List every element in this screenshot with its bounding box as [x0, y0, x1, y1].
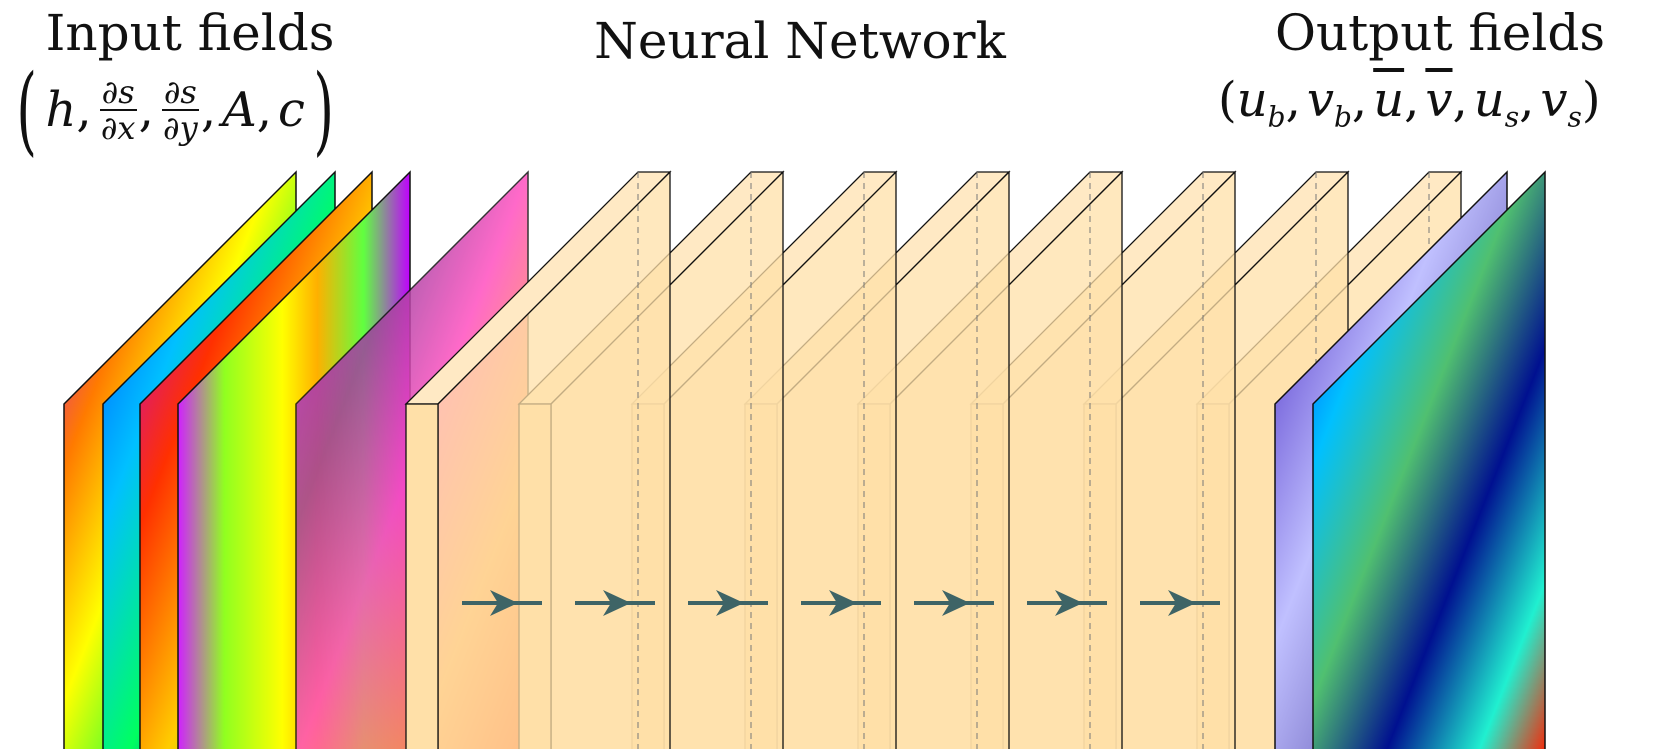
dy-denominator: ∂y — [163, 109, 198, 147]
flow-arrow-head — [716, 590, 744, 616]
hidden-layer-front — [405, 403, 439, 753]
var-u-bar: u — [1373, 72, 1405, 128]
var-v: v — [1306, 72, 1334, 128]
comma: , — [256, 82, 273, 138]
open-paren: ( — [1218, 72, 1237, 128]
comma: , — [138, 82, 154, 138]
var-v: v — [1540, 72, 1568, 128]
flow-arrow-head — [829, 590, 857, 616]
comma: , — [1452, 72, 1468, 128]
comma: , — [1285, 72, 1301, 128]
flow-arrow-head — [1168, 590, 1196, 616]
flow-arrows — [462, 590, 1220, 616]
comma: , — [1519, 72, 1535, 128]
sub-b: b — [1267, 100, 1286, 134]
ds-dy-fraction: ∂s ∂y — [161, 73, 199, 147]
var-h: h — [45, 82, 77, 138]
open-paren: ( — [16, 54, 38, 166]
var-u: u — [1473, 72, 1505, 128]
var-u: u — [1236, 72, 1268, 128]
comma: , — [1351, 72, 1368, 128]
var-A: A — [222, 82, 257, 138]
close-paren: ) — [1581, 72, 1601, 128]
output-field-plane — [1312, 170, 1546, 753]
ds-dx-fraction: ∂s ∂x — [99, 73, 137, 147]
output-field-stack — [1274, 170, 1546, 753]
ds-numerator: ∂s — [161, 73, 199, 111]
output-variables: (ub,vb,u,v,us,vs) — [1218, 72, 1601, 134]
flow-arrow-head — [490, 590, 518, 616]
comma: , — [200, 82, 217, 138]
flow-arrow-head — [1055, 590, 1083, 616]
flow-arrow-head — [942, 590, 970, 616]
input-field-stack — [63, 170, 529, 753]
comma: , — [1404, 72, 1420, 128]
sub-s: s — [1567, 100, 1582, 134]
comma: , — [76, 82, 92, 138]
ds-numerator: ∂s — [99, 73, 137, 111]
output-fields-title: Output fields — [1274, 4, 1606, 62]
close-paren: ) — [313, 54, 334, 166]
input-fields-title: Input fields — [45, 4, 335, 62]
neural-network-title: Neural Network — [594, 12, 1006, 70]
input-variables: ( h, ∂s ∂x , ∂s ∂y , A, c ) — [8, 62, 342, 158]
var-v-bar: v — [1425, 72, 1453, 128]
sub-s: s — [1504, 100, 1520, 134]
var-c: c — [278, 82, 305, 138]
sub-b: b — [1333, 100, 1352, 134]
dx-denominator: ∂x — [100, 109, 136, 147]
flow-arrow-head — [603, 590, 631, 616]
